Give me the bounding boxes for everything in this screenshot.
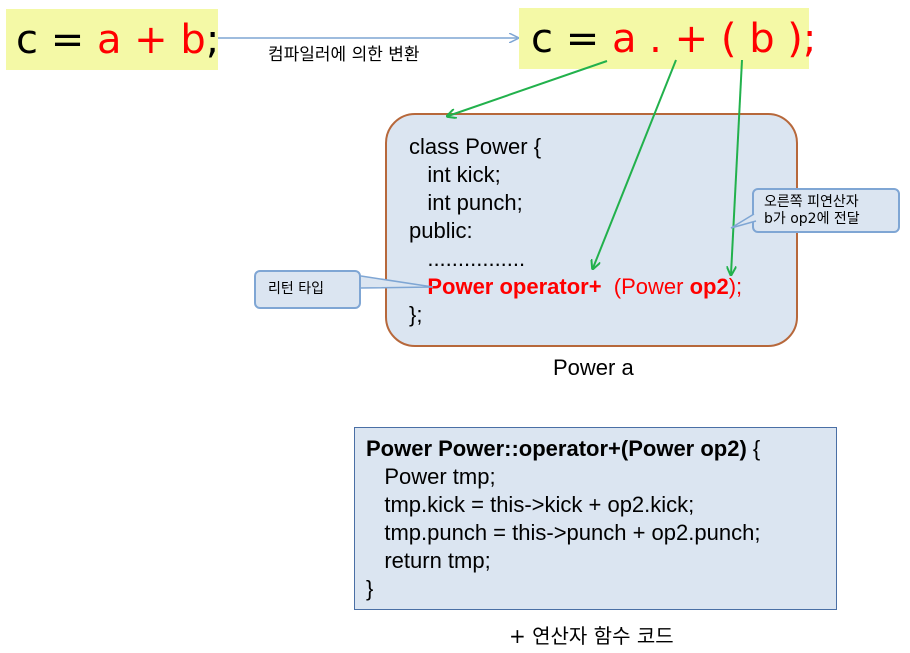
conv-open-paren: ( [708,15,750,62]
class-power-box [385,113,798,347]
arrow-a-to-object [448,60,608,116]
expr-plus: + [121,16,181,63]
class-caption: Power a [553,355,634,380]
conv-close: ); [774,15,817,62]
function-signature: Power Power::operator+(Power op2) [366,436,747,461]
class-code-line: int kick; [409,162,501,187]
arrow-b-to-op2 [731,59,743,274]
arrow-plus-to-operator [593,59,677,268]
callout-operand-line: 오른쪽 피연산자 [764,194,859,210]
operator-param-name: op2 [689,274,729,299]
expr-semicolon: ; [205,16,220,63]
conv-var-c: c [531,15,553,62]
class-code-line: int punch; [409,190,523,215]
conv-var-a: a [611,15,637,62]
function-caption: + 연산자 함수 코드 [509,624,674,648]
expr-var-c: c [16,16,38,63]
operator-declaration: Power operator+ (Power op2); [409,273,742,301]
conv-var-b: b [749,15,775,62]
callout-operand-line: b가 op2에 전달 [764,211,860,227]
class-code-line: }; [409,302,423,327]
conv-dot: . [636,15,675,62]
class-code-line: public: [409,218,473,243]
function-code-line: Power tmp; [366,464,496,489]
function-code-line: } [366,576,374,601]
function-signature-line: Power Power::operator+(Power op2) { [366,435,760,463]
conversion-label: 컴파일러에 의한 변환 [268,45,420,65]
conv-plus: + [674,15,709,62]
function-code-line: tmp.punch = this->punch + op2.punch; [366,520,761,545]
function-code-line: tmp.kick = this->kick + op2.kick; [366,492,695,517]
class-code-line: ................ [409,246,526,271]
operator-function-code: Power Power::operator+(Power op2) { Powe… [366,435,760,603]
callout-return-pointer [360,275,434,289]
converted-expression: c = a . + ( b ); [519,8,816,69]
operator-return-type: Power operator+ [427,274,602,299]
expr-var-a: a [96,16,122,63]
expr-equals: = [38,16,97,63]
callout-operand-pointer [730,213,757,229]
original-expression: c = a + b; [6,9,220,70]
operator-function-box [354,427,837,610]
operator-param-close: ); [728,274,743,299]
expr-var-b: b [180,16,206,63]
function-code-line: return tmp; [366,548,491,573]
operator-param-open: (Power [601,274,690,299]
class-code-line: class Power { [409,134,542,159]
function-open-brace: { [746,436,761,461]
class-code: class Power { int kick; int punch; public… [409,133,742,329]
callout-return-type: 리턴 타입 [254,270,361,309]
conv-equals: = [553,15,612,62]
